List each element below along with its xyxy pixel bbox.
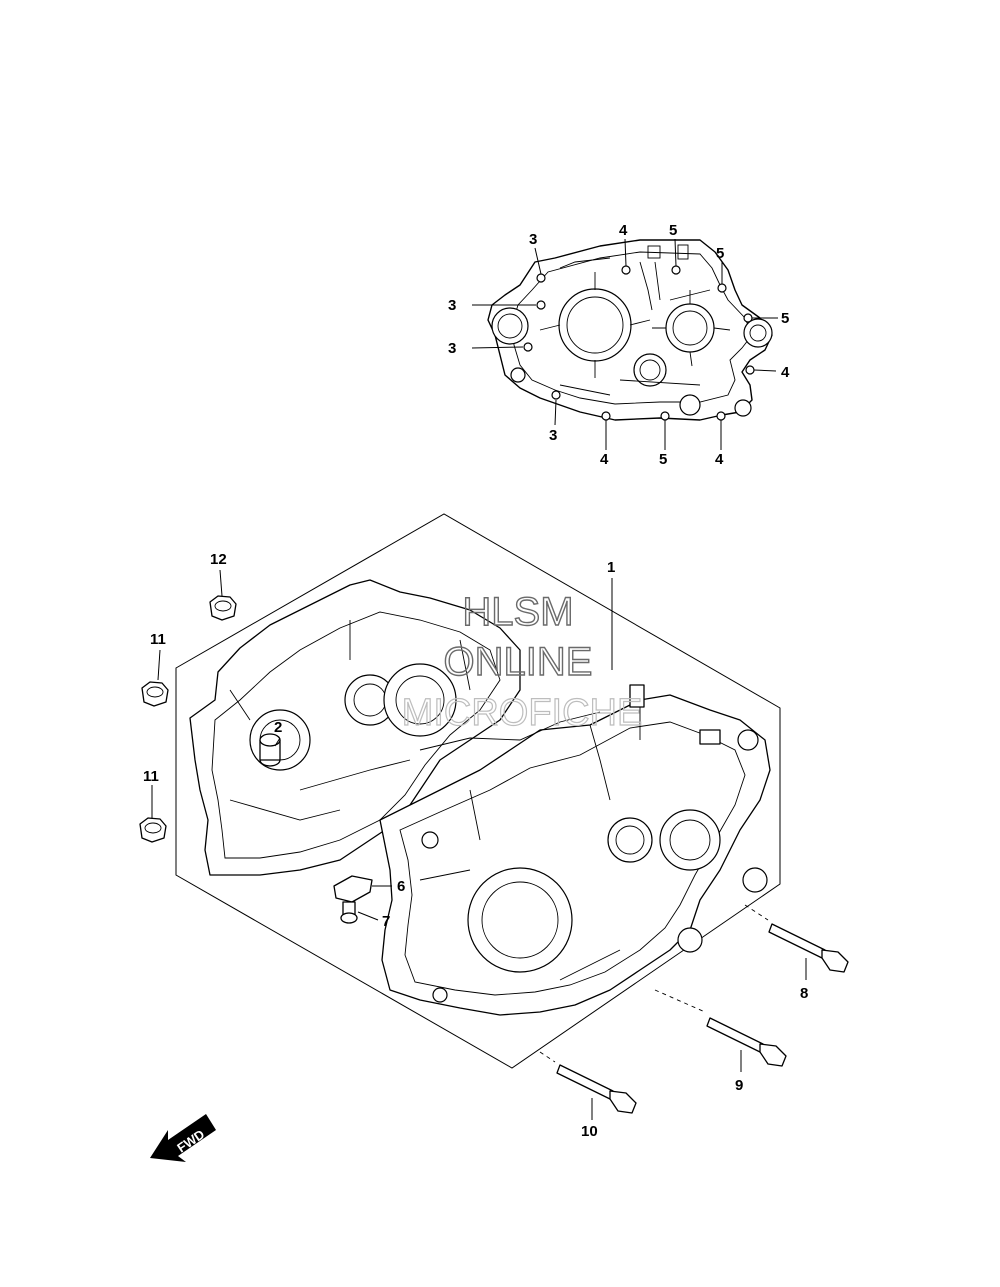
callout-5: 5: [716, 245, 724, 262]
watermark-line-1: HLSM: [462, 590, 573, 634]
callout-4: 4: [600, 451, 609, 468]
nut-11-lower: [139, 817, 167, 843]
callout-11: 11: [150, 631, 166, 648]
nut-12: [209, 595, 237, 621]
bolt-10: [556, 1064, 637, 1114]
callout-12: 12: [210, 551, 227, 568]
bolt-9: [706, 1017, 787, 1067]
callout-6: 6: [397, 878, 405, 895]
callout-4: 4: [715, 451, 724, 468]
callout-10: 10: [581, 1123, 598, 1140]
callout-9: 9: [735, 1077, 743, 1094]
screw-7: [340, 901, 358, 924]
callout-11: 11: [143, 768, 159, 785]
callout-3: 3: [529, 231, 537, 248]
callout-2: 2: [274, 719, 282, 736]
callout-4: 4: [619, 222, 628, 239]
callout-labels: 1 2 3 3 3 3 4 4 4 4 5 5 5 5 6 7 8 9 10 1…: [143, 222, 808, 1140]
upper-leader-lines: [471, 238, 778, 450]
watermark-line-2: ONLINE: [444, 640, 593, 684]
crankcase-gasket-face: [487, 239, 773, 421]
callout-3: 3: [549, 427, 557, 444]
bolt-8: [768, 923, 849, 973]
watermark: HLSM ONLINE MICROFICHE: [401, 589, 643, 734]
callout-5: 5: [781, 310, 789, 327]
callout-3: 3: [448, 340, 456, 357]
callout-8: 8: [800, 985, 808, 1002]
lower-leader-lines: [151, 569, 807, 1120]
callout-1: 1: [607, 559, 615, 576]
alignment-lines: [539, 904, 769, 1063]
callout-5: 5: [669, 222, 677, 239]
callout-5: 5: [659, 451, 667, 468]
forward-arrow-icon: FWD: [150, 1114, 216, 1162]
callout-3: 3: [448, 297, 456, 314]
plate-6: [333, 875, 373, 903]
assembly-outline-box: [175, 513, 781, 1069]
callout-7: 7: [382, 913, 390, 930]
crankcase-halves: [189, 579, 771, 1016]
callout-4: 4: [781, 364, 790, 381]
nut-11-upper: [141, 681, 169, 707]
watermark-line-3: MICROFICHE: [402, 692, 643, 734]
